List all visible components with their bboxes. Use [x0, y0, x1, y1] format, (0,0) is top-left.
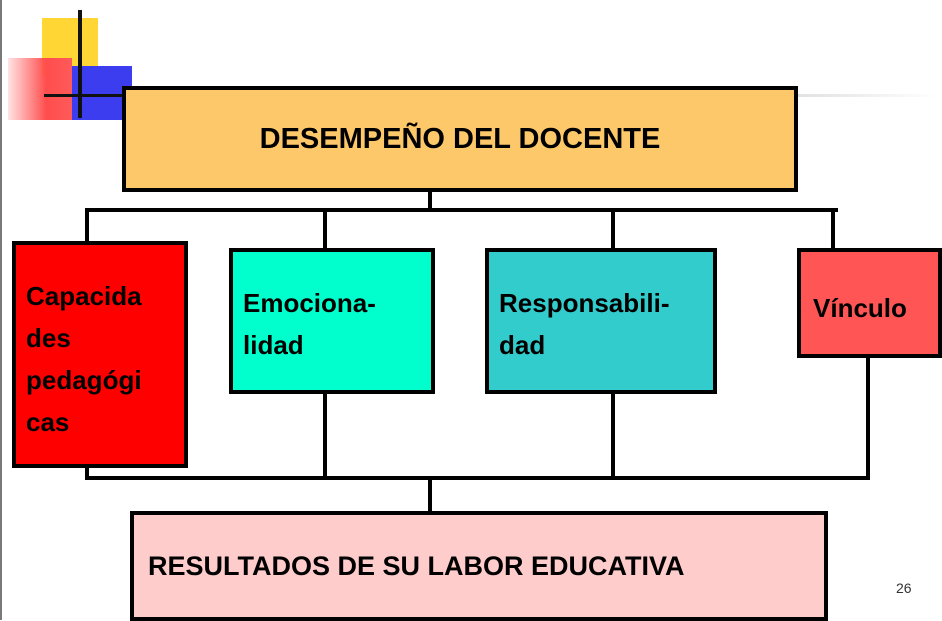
- box-text-line: Capacida: [26, 281, 142, 311]
- bottom-box-label: RESULTADOS DE SU LABOR EDUCATIVA: [148, 550, 685, 581]
- connector-line: [611, 392, 615, 480]
- connector-line: [85, 208, 838, 212]
- box-text-line: Responsabili-: [499, 288, 670, 318]
- responsabilidad-box: Responsabili- dad: [485, 248, 717, 394]
- box-text-line: Emociona-: [243, 288, 376, 318]
- connector-line: [85, 476, 870, 480]
- capacidades-pedagogicas-box: Capacida des pedagógi cas: [12, 241, 188, 468]
- connector-line: [428, 478, 432, 513]
- connector-line: [323, 208, 327, 250]
- horizontal-line-decoration: [44, 94, 144, 97]
- emocionalidad-box: Emociona- lidad: [229, 248, 435, 394]
- connector-line: [831, 208, 835, 250]
- resultados-labor-educativa-box: RESULTADOS DE SU LABOR EDUCATIVA: [130, 511, 828, 621]
- connector-line: [323, 392, 327, 480]
- connector-line: [428, 192, 432, 210]
- box-text-line: lidad: [243, 330, 304, 360]
- connector-line: [611, 208, 615, 250]
- box-text-line: Vínculo: [813, 293, 907, 323]
- desempeno-docente-box: DESEMPEÑO DEL DOCENTE: [122, 86, 798, 192]
- slide-left-border: [0, 0, 2, 620]
- box-text-line: dad: [499, 330, 546, 360]
- box-text-line: pedagógi: [26, 365, 142, 395]
- connector-line: [85, 208, 89, 243]
- connector-line: [85, 466, 89, 480]
- box-text-line: des: [26, 323, 71, 353]
- box-text-line: cas: [26, 407, 70, 437]
- vinculo-box: Vínculo: [797, 248, 942, 358]
- top-box-label: DESEMPEÑO DEL DOCENTE: [259, 122, 661, 155]
- slide-page-number: 26: [896, 580, 912, 596]
- vertical-line-decoration: [78, 10, 82, 118]
- connector-line: [866, 356, 870, 480]
- red-square-decoration: [8, 58, 72, 120]
